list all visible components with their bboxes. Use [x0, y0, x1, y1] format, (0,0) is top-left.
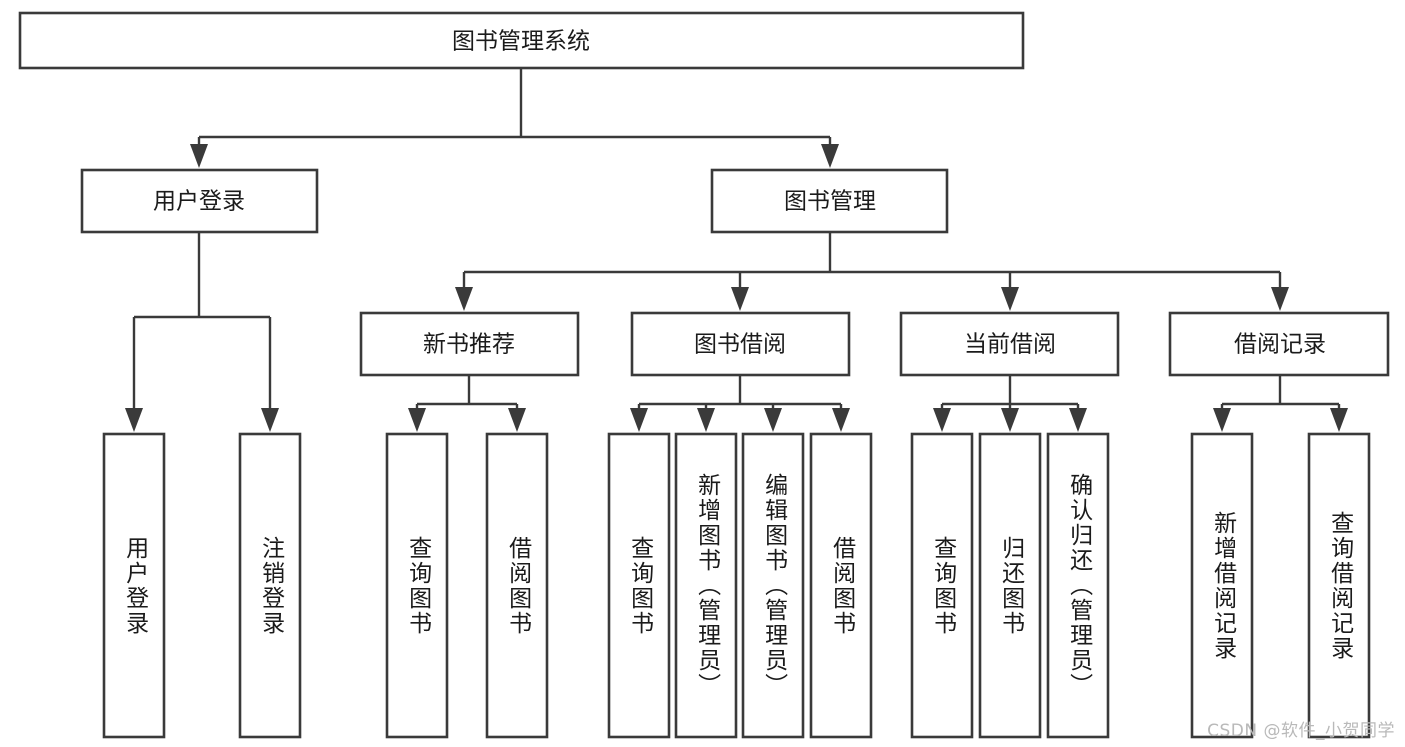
arrowhead-leaf-confirm-return: [1069, 408, 1087, 432]
arrowhead-borrow-record: [1271, 287, 1289, 311]
node-box-book-borrow[interactable]: [630, 311, 851, 377]
node-label-book-borrow: 图书借阅: [694, 332, 786, 358]
node-label-root: 图书管理系统: [452, 29, 590, 55]
node-box-leaf-user-login[interactable]: [102, 432, 166, 739]
arrowhead-new-book-recommend: [455, 287, 473, 311]
node-box-book-manage[interactable]: [710, 168, 949, 234]
node-box-leaf-query-record[interactable]: [1307, 432, 1371, 739]
node-box-leaf-borrow-book-2[interactable]: [809, 432, 873, 739]
arrowhead-current-borrow: [1001, 287, 1019, 311]
node-layer: 图书管理系统 用户登录 图书管理 新书推荐 图书借阅 当前借阅 借阅记录: [18, 11, 1390, 739]
node-box-leaf-edit-book[interactable]: [741, 432, 805, 739]
node-label-borrow-record: 借阅记录: [1234, 332, 1326, 358]
node-label-new-book-recommend: 新书推荐: [423, 332, 515, 358]
arrowhead-leaf-query-record: [1330, 408, 1348, 432]
node-box-leaf-return-book[interactable]: [978, 432, 1042, 739]
node-box-leaf-confirm-return[interactable]: [1046, 432, 1110, 739]
node-box-leaf-add-book[interactable]: [674, 432, 738, 739]
node-box-leaf-add-record[interactable]: [1190, 432, 1254, 739]
node-box-borrow-record[interactable]: [1168, 311, 1390, 377]
node-box-new-book-recommend[interactable]: [359, 311, 580, 377]
arrowhead-leaf-borrow-book-2: [832, 408, 850, 432]
arrowhead-leaf-add-book: [697, 408, 715, 432]
arrowhead-leaf-logout-login: [261, 408, 279, 432]
node-label-user-login: 用户登录: [153, 189, 245, 215]
node-box-leaf-borrow-book-1[interactable]: [485, 432, 549, 739]
watermark-text: CSDN @软件_小贺同学: [1207, 721, 1395, 741]
connector-layer: [125, 68, 1348, 432]
node-box-leaf-logout-login[interactable]: [238, 432, 302, 739]
node-label-current-borrow: 当前借阅: [964, 332, 1056, 358]
node-box-user-login[interactable]: [80, 168, 319, 234]
arrowhead-leaf-edit-book: [764, 408, 782, 432]
node-box-leaf-query-book-1[interactable]: [385, 432, 449, 739]
arrowhead-book-borrow: [731, 287, 749, 311]
arrowhead-leaf-return-book: [1001, 408, 1019, 432]
node-box-leaf-query-book-2[interactable]: [607, 432, 671, 739]
arrowhead-leaf-query-book-3: [933, 408, 951, 432]
node-box-root[interactable]: [18, 11, 1025, 70]
arrowhead-user-login: [190, 144, 208, 168]
arrowhead-leaf-query-book-1: [408, 408, 426, 432]
arrowhead-leaf-user-login: [125, 408, 143, 432]
arrowhead-book-manage: [821, 144, 839, 168]
node-label-book-manage: 图书管理: [784, 189, 876, 215]
arrowhead-leaf-add-record: [1213, 408, 1231, 432]
arrowhead-leaf-query-book-2: [630, 408, 648, 432]
arrowhead-leaf-borrow-book-1: [508, 408, 526, 432]
node-box-current-borrow[interactable]: [899, 311, 1120, 377]
node-box-leaf-query-book-3[interactable]: [910, 432, 974, 739]
